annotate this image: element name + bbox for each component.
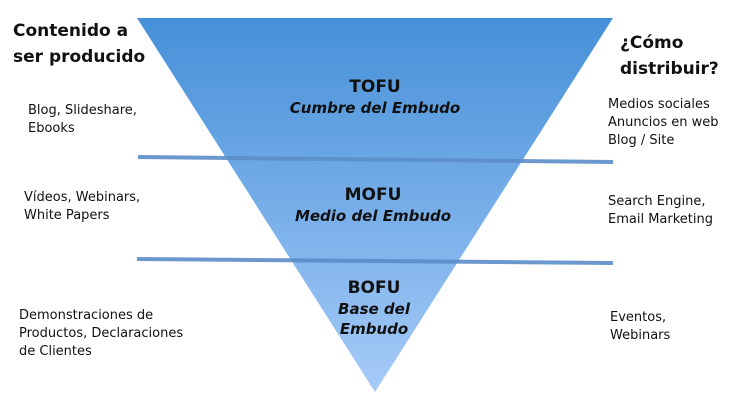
stage-bofu: BOFU Base del Embudo bbox=[254, 277, 494, 339]
stage-subtitle: Medio del Embudo bbox=[294, 207, 452, 225]
distribution-line: Email Marketing bbox=[608, 212, 713, 227]
content-line: White Papers bbox=[24, 208, 110, 223]
distribution-line: Search Engine, bbox=[608, 194, 706, 209]
stage-subtitle: Base del bbox=[338, 300, 410, 318]
content-line: de Clientes bbox=[19, 344, 92, 359]
stage-name: BOFU bbox=[347, 278, 401, 298]
distribution-line: Medios sociales bbox=[608, 97, 710, 112]
divider-mofu-bofu bbox=[136, 257, 614, 265]
distribution-bofu: Eventos, Webinars bbox=[610, 309, 670, 345]
distribution-line: Eventos, bbox=[610, 310, 667, 325]
content-tofu: Blog, Slideshare, Ebooks bbox=[28, 102, 137, 138]
funnel-triangle bbox=[137, 18, 613, 392]
content-line: Vídeos, Webinars, bbox=[24, 190, 141, 205]
stage-tofu: TOFU Cumbre del Embudo bbox=[255, 76, 495, 118]
stage-name: MOFU bbox=[344, 185, 402, 205]
distribution-line: Blog / Site bbox=[608, 133, 675, 148]
distribution-mofu: Search Engine, Email Marketing bbox=[608, 193, 713, 229]
distribution-tofu: Medios sociales Anuncios en web Blog / S… bbox=[608, 96, 718, 150]
distribution-line: Webinars bbox=[610, 328, 671, 343]
stage-name: TOFU bbox=[349, 77, 401, 97]
content-bofu: Demonstraciones de Productos, Declaracio… bbox=[19, 307, 183, 361]
content-line: Demonstraciones de bbox=[19, 308, 154, 323]
distribution-line: Anuncios en web bbox=[608, 115, 719, 130]
content-line: Productos, Declaraciones bbox=[19, 326, 184, 341]
stage-subtitle: Embudo bbox=[339, 320, 409, 338]
right-header-line2: distribuir? bbox=[620, 59, 719, 79]
content-line: Ebooks bbox=[28, 121, 75, 136]
left-header: Contenido a ser producido bbox=[13, 18, 145, 70]
right-header: ¿Cómo distribuir? bbox=[620, 30, 719, 82]
content-mofu: Vídeos, Webinars, White Papers bbox=[24, 189, 140, 225]
left-header-line1: Contenido a bbox=[13, 21, 129, 41]
left-header-line2: ser producido bbox=[13, 47, 146, 67]
content-line: Blog, Slideshare, bbox=[28, 103, 137, 118]
divider-tofu-mofu bbox=[137, 155, 614, 164]
right-header-line1: ¿Cómo bbox=[620, 33, 684, 53]
stage-mofu: MOFU Medio del Embudo bbox=[253, 184, 493, 226]
stage-subtitle: Cumbre del Embudo bbox=[289, 99, 461, 117]
